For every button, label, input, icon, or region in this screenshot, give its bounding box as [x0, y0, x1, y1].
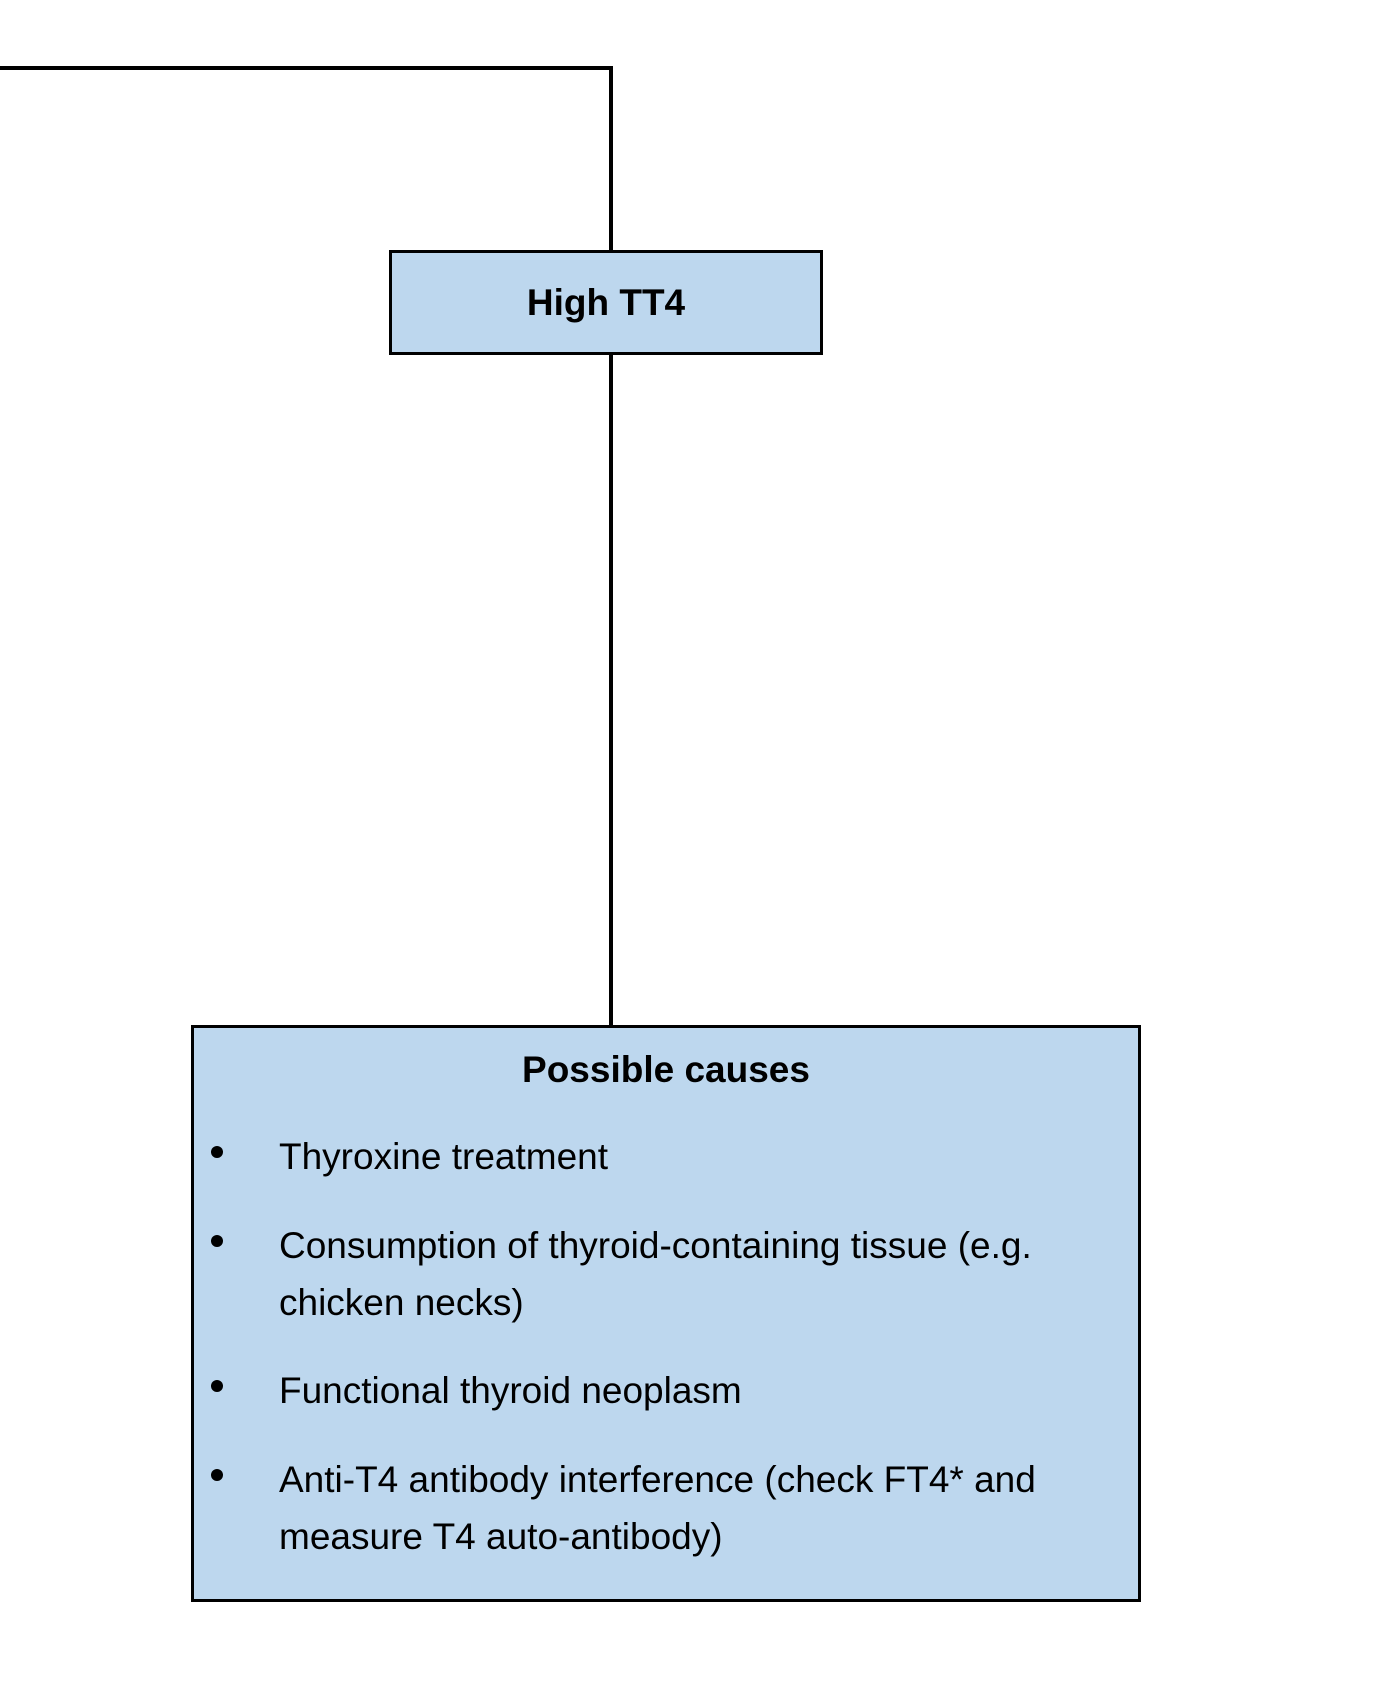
high-tt4-label: High TT4 — [526, 282, 686, 323]
possible-causes-box: Possible causes Thyroxine treatment Cons… — [191, 1025, 1141, 1602]
cause-text: Functional thyroid neoplasm — [279, 1370, 742, 1411]
bullet-icon — [211, 1469, 223, 1481]
cause-text: Anti-T4 antibody interference (check FT4… — [279, 1459, 1036, 1557]
cause-text: Thyroxine treatment — [279, 1136, 609, 1177]
cause-text: Consumption of thyroid-containing tissue… — [279, 1225, 1032, 1323]
bullet-icon — [211, 1146, 223, 1158]
possible-causes-title: Possible causes — [522, 1049, 810, 1090]
possible-causes-list: Thyroxine treatment Consumption of thyro… — [194, 1028, 1138, 1599]
bullet-icon — [211, 1235, 223, 1247]
incoming-connector-line — [0, 66, 613, 252]
high-tt4-node: High TT4 — [389, 250, 823, 355]
bullet-icon — [211, 1380, 223, 1392]
